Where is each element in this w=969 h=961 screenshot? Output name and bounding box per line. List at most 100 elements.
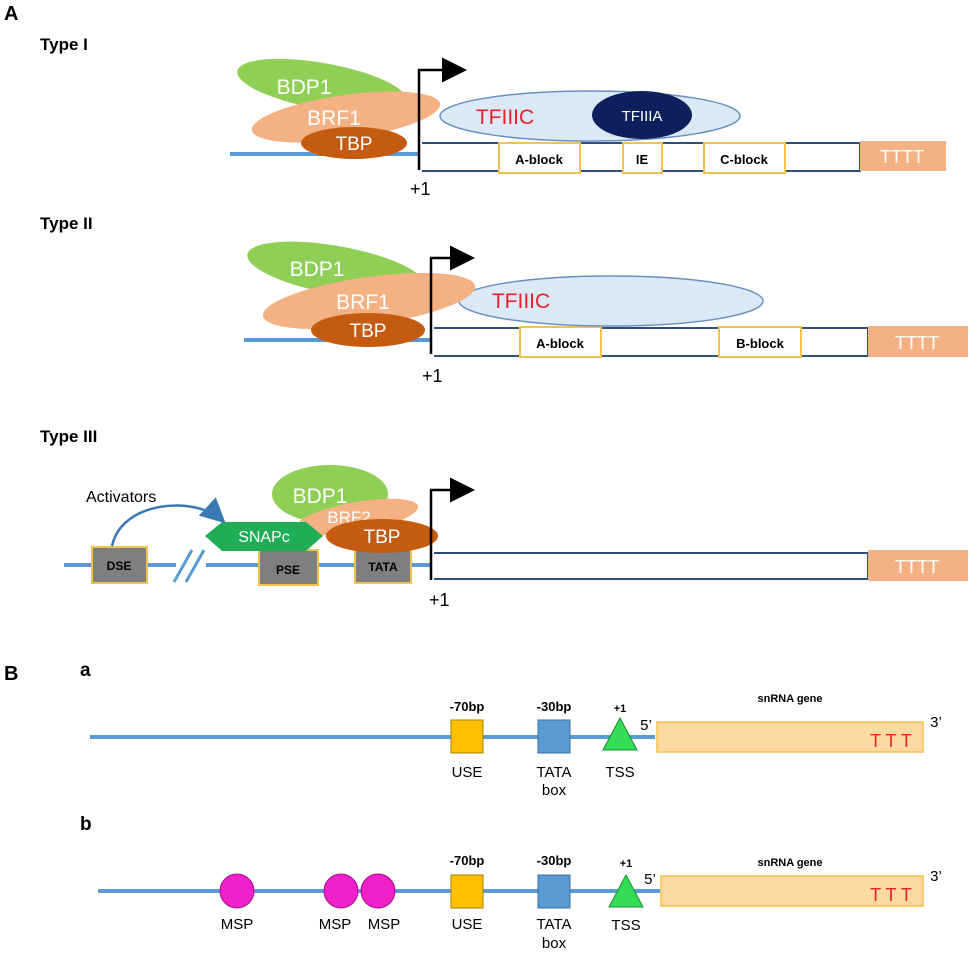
type-3-tbp <box>326 519 438 553</box>
type-2-a-block <box>519 326 602 358</box>
b-a-tata-label-line2: box <box>542 782 567 799</box>
type-3-activators-arrow <box>110 497 226 547</box>
type-1-tbp <box>301 127 407 159</box>
type-1-c-block-label: C-block <box>720 152 768 167</box>
panel-b-a-group: a -70bp USE -30bp TATA box +1 TSS 5’ snR… <box>80 660 942 799</box>
type-1-start-site: +1 <box>410 179 431 199</box>
type-1-ie-label: IE <box>636 152 649 167</box>
panel-b-a-label: a <box>80 660 91 681</box>
b-b-tata-position: -30bp <box>537 853 572 868</box>
b-b-gene-label: snRNA gene <box>758 857 823 869</box>
type-1-terminator-label: TTTT <box>880 147 924 167</box>
b-b-use-box <box>450 874 484 909</box>
b-b-msp-1-label: MSP <box>221 916 254 933</box>
b-b-msp-1 <box>219 873 255 909</box>
panel-b-letter: B <box>4 663 18 685</box>
panel-b-b-label: b <box>80 814 92 835</box>
type-3-group: Type III TTTT DSE PSE TATA BDP1 BRF2 TBP… <box>40 427 968 610</box>
b-b-use-label: USE <box>452 916 483 933</box>
b-b-three-prime: 3’ <box>930 868 942 885</box>
b-a-tata-position: -30bp <box>537 699 572 714</box>
type-1-bdp1-label: BDP1 <box>277 76 332 99</box>
type-3-start-site: +1 <box>429 590 450 610</box>
type-3-bdp1-label: BDP1 <box>293 485 348 508</box>
type-2-title: Type II <box>40 214 93 233</box>
b-b-msp-2-label: MSP <box>319 916 352 933</box>
b-a-use-position: -70bp <box>450 699 485 714</box>
b-a-tata-label-line1: TATA <box>537 764 572 781</box>
type-2-terminator-label: TTTT <box>895 333 939 353</box>
b-a-gene-label: snRNA gene <box>758 693 823 705</box>
type-2-b-block-label: B-block <box>736 336 784 351</box>
type-3-brf2 <box>295 498 419 536</box>
type-2-tfiiic-label: TFIIIC <box>492 290 550 313</box>
type-3-gene-strands <box>431 552 869 580</box>
type-1-a-block-label: A-block <box>515 152 563 167</box>
type-1-tfiiia <box>592 91 692 139</box>
type-2-start-site: +1 <box>422 366 443 386</box>
type-2-a-block-label: A-block <box>536 336 584 351</box>
b-a-tss-label: TSS <box>605 764 634 781</box>
type-2-transcription-arrow <box>429 245 475 354</box>
type-1-brf1 <box>251 91 441 143</box>
type-1-ie-element <box>622 142 663 174</box>
type-1-tfiiic-label: TFIIIC <box>476 106 534 129</box>
type-3-pse <box>258 549 319 586</box>
panel-b-b-group: b MSP MSP MSP -70bp USE -30bp TATA box +… <box>80 814 942 952</box>
b-a-use-label: USE <box>452 764 483 781</box>
type-3-terminator-label: TTTT <box>895 557 939 577</box>
panel-a-letter: A <box>4 3 18 25</box>
type-3-tata <box>354 547 412 584</box>
type-1-group: Type I TTTT A-block IE C-block TFIIIC TF… <box>40 35 946 199</box>
type-2-group: Type II TTTT A-block B-block TFIIIC BDP1… <box>40 214 968 386</box>
b-a-five-prime: 5’ <box>640 717 652 734</box>
b-b-tss-triangle <box>608 873 644 908</box>
type-3-pse-label: PSE <box>276 563 300 577</box>
b-b-tata-label-line2: box <box>542 935 567 952</box>
type-3-dse <box>91 546 148 584</box>
type-1-tbp-label: TBP <box>336 134 373 155</box>
type-2-b-block <box>718 326 802 358</box>
b-a-use-box <box>450 719 484 754</box>
type-3-snapc <box>205 522 323 551</box>
type-3-activators-label: Activators <box>86 489 156 506</box>
type-2-terminator <box>868 326 968 357</box>
b-a-snrna-gene <box>656 721 924 753</box>
b-a-tss-position: +1 <box>614 703 627 715</box>
b-b-snrna-gene <box>660 875 924 907</box>
b-b-five-prime: 5’ <box>644 871 656 888</box>
type-2-bdp1-label: BDP1 <box>290 258 345 281</box>
b-b-tata-label-line1: TATA <box>537 916 572 933</box>
type-3-tbp-label: TBP <box>364 527 401 548</box>
type-2-tbp-label: TBP <box>350 321 387 342</box>
type-3-tata-label: TATA <box>368 560 398 574</box>
type-1-transcription-arrow <box>417 57 467 170</box>
b-a-terminator: T T T <box>870 731 912 751</box>
b-a-tss-triangle <box>602 716 638 751</box>
type-2-tbp <box>311 313 425 347</box>
type-1-terminator <box>860 141 946 171</box>
b-a-three-prime: 3’ <box>930 714 942 731</box>
type-1-a-block <box>498 142 581 174</box>
type-3-break-mark-1 <box>172 549 194 583</box>
type-3-terminator <box>868 550 968 581</box>
type-2-brf1-label: BRF1 <box>336 291 390 314</box>
b-b-msp-2 <box>323 873 359 909</box>
type-3-snapc-label: SNAPc <box>238 529 290 546</box>
type-1-c-block <box>703 142 786 174</box>
type-3-transcription-arrow <box>429 477 475 580</box>
b-a-tata-box <box>537 719 571 754</box>
b-b-tata-box <box>537 874 571 909</box>
type-3-dse-label: DSE <box>107 559 132 573</box>
b-b-msp-3 <box>360 873 396 909</box>
type-3-break-mark-2 <box>184 549 206 583</box>
type-1-tfiiia-label: TFIIIA <box>622 108 663 125</box>
b-b-msp-3-label: MSP <box>368 916 401 933</box>
b-b-tss-position: +1 <box>620 858 633 870</box>
type-1-title: Type I <box>40 35 88 54</box>
b-b-use-position: -70bp <box>450 853 485 868</box>
b-b-tss-label: TSS <box>611 917 640 934</box>
type-3-title: Type III <box>40 427 97 446</box>
